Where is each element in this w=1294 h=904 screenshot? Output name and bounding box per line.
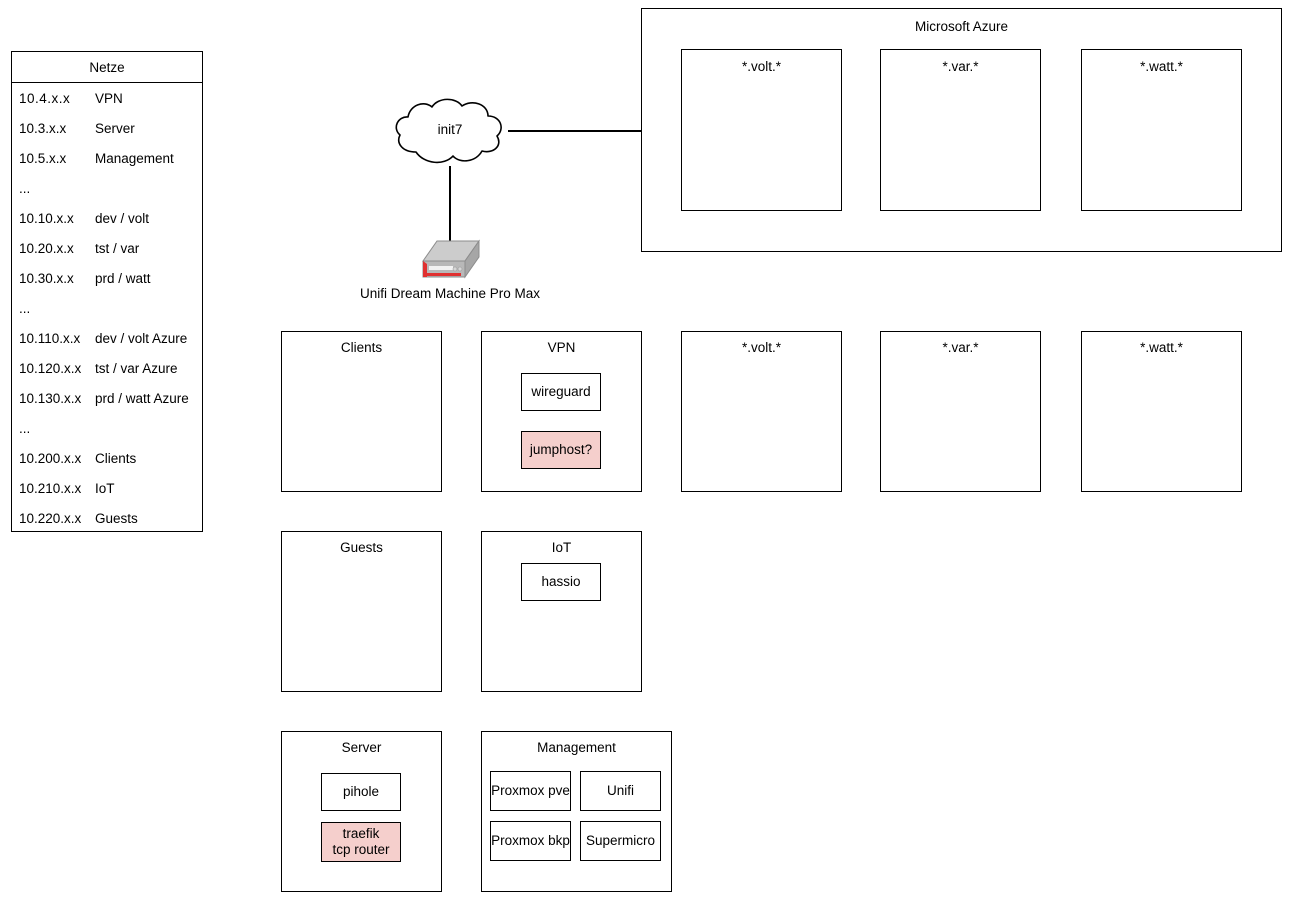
table-row: ... [12,413,202,443]
internet-cloud: init7 [390,96,510,168]
table-row: 10.4.x.x VPN [12,83,202,113]
router-caption: Unifi Dream Machine Pro Max [359,286,541,301]
netze-legend-table: Netze 10.4.x.x VPN 10.3.x.x Server 10.5.… [11,51,203,532]
network-box-watt: *.watt.* [1081,331,1242,492]
netze-name: VPN [95,90,123,106]
table-row: ... [12,293,202,323]
netze-name: tst / var [95,240,140,256]
network-box-iot: IoT [481,531,642,692]
node-proxmox-bkp[interactable]: Proxmox bkp [490,821,571,861]
network-title: *.var.* [942,340,979,355]
network-title: Server [341,740,382,755]
node-pihole[interactable]: pihole [321,773,401,811]
node-hassio[interactable]: hassio [521,563,601,601]
network-title: VPN [547,340,576,355]
netze-name: dev / volt Azure [95,330,188,346]
azure-zone-volt: *.volt.* [681,49,842,211]
netze-cidr: 10.20.x.x [19,240,74,256]
netze-name: Clients [95,450,137,466]
table-row: 10.200.x.x Clients [12,443,202,473]
link-cloud-to-azure [508,130,642,132]
netze-table-header: Netze [12,52,202,83]
netze-cidr: 10.10.x.x [19,210,74,226]
network-title: *.watt.* [1140,340,1183,355]
netze-cidr: 10.120.x.x [19,360,82,376]
azure-zone-title: *.watt.* [1140,59,1183,74]
netze-name: dev / volt [95,210,150,226]
netze-name: Guests [95,510,138,526]
network-box-var: *.var.* [880,331,1041,492]
table-row: 10.110.x.x dev / volt Azure [12,323,202,353]
unifi-router-icon [421,239,481,283]
network-box-server: Server [281,731,442,892]
netze-cidr: 10.110.x.x [19,330,81,346]
azure-zone-var: *.var.* [880,49,1041,211]
table-row: 10.210.x.x IoT [12,473,202,503]
azure-title: Microsoft Azure [914,19,1009,34]
network-title: Clients [340,340,383,355]
netze-name: Management [95,150,174,166]
netze-cidr: ... [19,180,31,196]
table-row: 10.130.x.x prd / watt Azure [12,383,202,413]
network-box-clients: Clients [281,331,442,492]
netze-name: tst / var Azure [95,360,178,376]
netze-name: prd / watt Azure [95,390,189,406]
azure-zone-title: *.volt.* [741,59,782,74]
network-box-guests: Guests [281,531,442,692]
table-row: 10.30.x.x prd / watt [12,263,202,293]
network-title: Guests [340,540,383,555]
netze-cidr: 10.5.x.x [19,150,67,166]
node-supermicro[interactable]: Supermicro [580,821,661,861]
cloud-label: init7 [437,122,463,137]
netze-cidr: ... [19,420,31,436]
netze-name: prd / watt [95,270,151,286]
table-row: ... [12,173,202,203]
network-title: *.volt.* [741,340,782,355]
netze-name: IoT [95,480,115,496]
netze-name: Server [95,120,135,136]
azure-zone-title: *.var.* [942,59,979,74]
node-traefik-tcp-router[interactable]: traefik tcp router [321,822,401,862]
netze-cidr: 10.130.x.x [19,390,82,406]
netze-cidr: 10.200.x.x [19,450,82,466]
table-row: 10.120.x.x tst / var Azure [12,353,202,383]
network-box-volt: *.volt.* [681,331,842,492]
network-box-management: Management [481,731,672,892]
netze-cidr: ... [19,300,31,316]
network-title: Management [537,740,616,755]
table-row: 10.5.x.x Management [12,143,202,173]
table-row: 10.20.x.x tst / var [12,233,202,263]
netze-cidr: 10.30.x.x [19,270,74,286]
netze-cidr: 10.210.x.x [19,480,82,496]
node-proxmox-pve[interactable]: Proxmox pve [490,771,571,811]
network-title: IoT [551,540,572,555]
table-row: 10.10.x.x dev / volt [12,203,202,233]
node-unifi[interactable]: Unifi [580,771,661,811]
netze-cidr: 10.4.x.x [19,90,71,106]
table-row: 10.3.x.x Server [12,113,202,143]
table-row: 10.220.x.x Guests [12,503,202,533]
node-jumphost[interactable]: jumphost? [521,431,601,469]
netze-cidr: 10.220.x.x [19,510,82,526]
link-cloud-to-router [449,166,451,242]
netze-cidr: 10.3.x.x [19,120,67,136]
node-wireguard[interactable]: wireguard [521,373,601,411]
netze-table-body: 10.4.x.x VPN 10.3.x.x Server 10.5.x.x Ma… [12,83,202,533]
azure-zone-watt: *.watt.* [1081,49,1242,211]
